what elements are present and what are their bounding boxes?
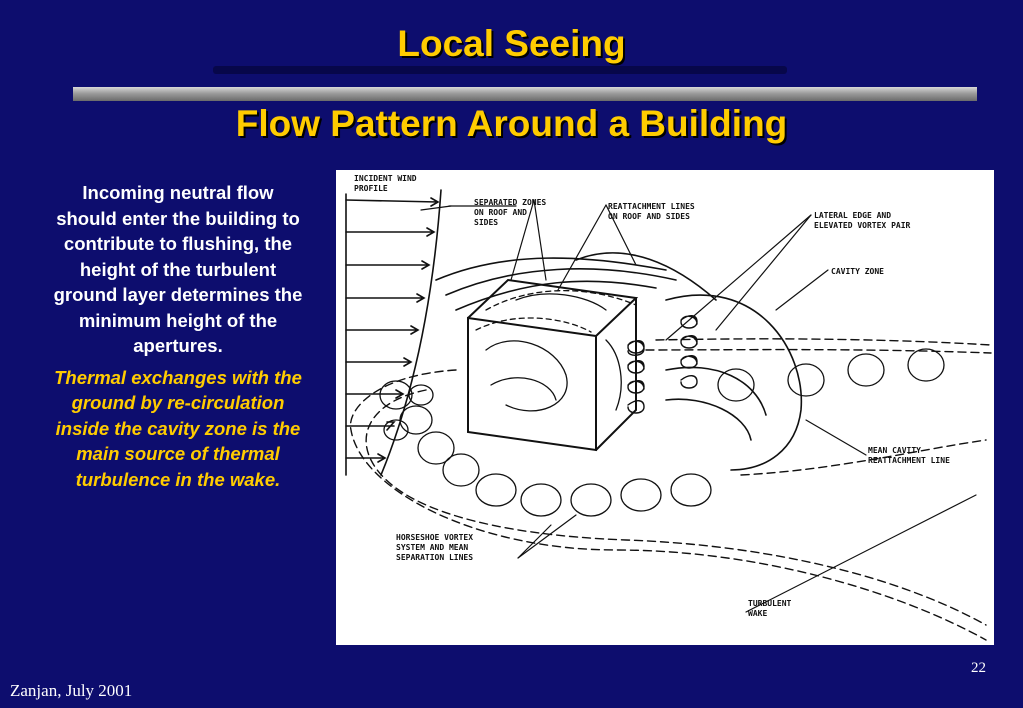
title-divider [73, 87, 977, 101]
label-leader-lines [420, 199, 977, 613]
label-incident-wind: INCIDENT WIND [354, 174, 417, 183]
flow-pattern-figure: INCIDENT WIND PROFILE SEPARATED ZONES ON… [336, 170, 994, 645]
label-lateral-edge-2: ELEVATED VORTEX PAIR [814, 221, 911, 230]
label-incident-wind-profile: PROFILE [354, 184, 388, 193]
label-mean-cavity: MEAN CAVITY [868, 446, 921, 455]
lateral-vortex-coils [627, 315, 698, 414]
label-mean-cavity-2: REATTACHMENT LINE [868, 456, 950, 465]
separation-lines [349, 338, 992, 641]
building-cube [467, 278, 639, 452]
label-reattachment-lines-2: ON ROOF AND SIDES [608, 212, 690, 221]
label-lateral-edge: LATERAL EDGE AND [814, 211, 891, 220]
title-underline-bar [213, 66, 787, 74]
label-separated-zones-3: SIDES [474, 218, 498, 227]
label-horseshoe-2: SYSTEM AND MEAN [396, 543, 468, 552]
label-turbulent-wake: TURBULENT [748, 599, 792, 608]
slide-title: Local Seeing [397, 23, 626, 64]
label-horseshoe: HORSESHOE VORTEX [396, 533, 473, 542]
body-paragraph-thermal-exchanges: Thermal exchanges with the ground by re-… [54, 366, 302, 490]
horseshoe-vortex-loops [379, 348, 945, 517]
body-text-block: Incoming neutral flow should enter the b… [52, 180, 304, 492]
flow-pattern-diagram: INCIDENT WIND PROFILE SEPARATED ZONES ON… [345, 174, 992, 641]
footer-text: Zanjan, July 2001 [10, 681, 133, 700]
roof-reattachment-lines [475, 290, 637, 333]
body-paragraph-neutral-flow: Incoming neutral flow should enter the b… [53, 182, 303, 356]
label-cavity-zone: CAVITY ZONE [831, 267, 884, 276]
cavity-zone [665, 294, 803, 471]
slide-subtitle: Flow Pattern Around a Building [235, 103, 788, 144]
incident-wind-profile [345, 189, 442, 476]
label-turbulent-wake-2: WAKE [748, 609, 767, 618]
label-separated-zones-2: ON ROOF AND [474, 208, 527, 217]
label-horseshoe-3: SEPARATION LINES [396, 553, 473, 562]
diagram-labels: INCIDENT WIND PROFILE SEPARATED ZONES ON… [354, 174, 950, 618]
roof-streamlines [435, 252, 717, 311]
face-swirls [485, 293, 622, 412]
label-reattachment-lines: REATTACHMENT LINES [608, 202, 695, 211]
label-separated-zones: SEPARATED ZONES [474, 198, 546, 207]
page-number: 22 [971, 660, 986, 676]
